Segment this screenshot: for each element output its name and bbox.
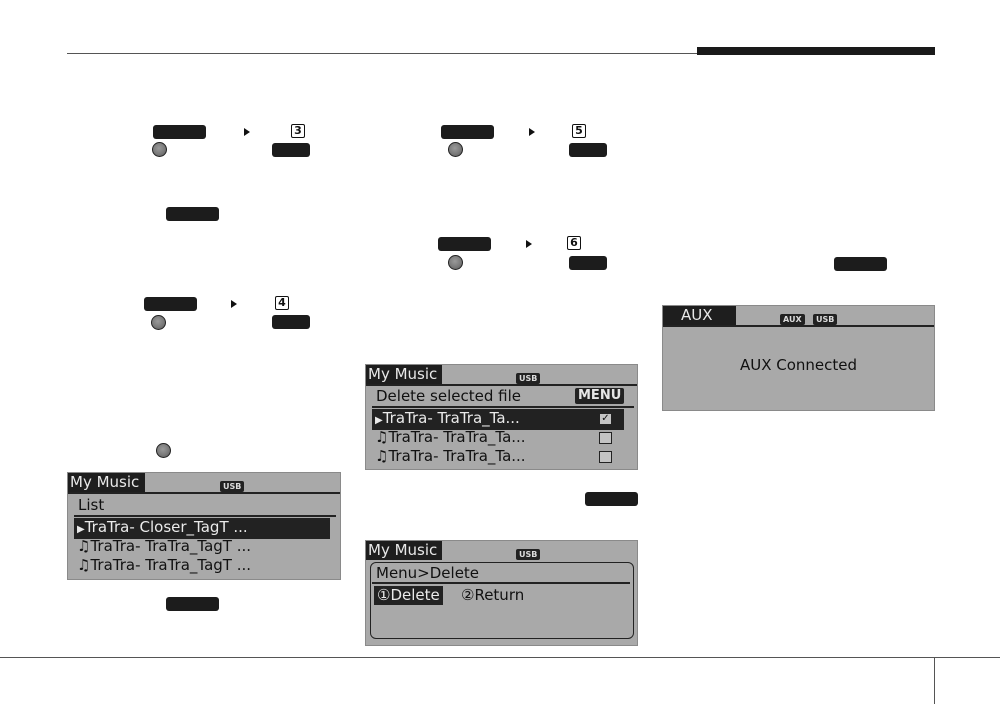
- music-note-icon: ♫: [77, 556, 91, 574]
- header-rule: [67, 53, 935, 54]
- right-triangle-icon: [231, 300, 237, 308]
- header-tab-bar: [697, 47, 935, 55]
- right-triangle-icon: [529, 128, 535, 136]
- list-item-label: TraTra- TraTra_Ta...: [388, 428, 526, 446]
- right-triangle-icon: [244, 128, 250, 136]
- usb-badge: USB: [516, 549, 541, 560]
- list-item-label: TraTra- Closer_TagT ...: [84, 518, 248, 536]
- screen-my-music-list: My Music USB List ▶TraTra- Closer_TagT .…: [67, 472, 341, 580]
- tune-knob-icon: [156, 443, 171, 458]
- dialog-header: Menu>Delete: [376, 564, 480, 582]
- dialog-frame: [370, 562, 634, 639]
- step-number-4: 4: [275, 296, 289, 310]
- footer-rule: [0, 657, 1000, 658]
- enter-key: [569, 143, 607, 157]
- title-divider: [366, 384, 637, 386]
- screen-header: List: [78, 496, 105, 514]
- aux-badge: AUX: [780, 314, 805, 325]
- step-number-3: 3: [291, 124, 305, 138]
- play-triangle-icon: ▶: [375, 415, 383, 426]
- list-item: ▶TraTra- TraTra_Ta...: [372, 409, 624, 430]
- option-return: ②Return: [461, 586, 525, 604]
- list-item: ♫TraTra- TraTra_Ta...: [375, 447, 526, 466]
- media-key: [166, 597, 219, 611]
- tune-knob-icon: [448, 255, 463, 270]
- media-key: [441, 125, 494, 139]
- checkbox: [599, 451, 612, 463]
- enter-key: [272, 315, 310, 329]
- right-triangle-icon: [526, 240, 532, 248]
- step-number-6: 6: [567, 236, 581, 250]
- usb-badge: USB: [516, 373, 541, 384]
- tune-knob-icon: [152, 142, 167, 157]
- tune-knob-icon: [151, 315, 166, 330]
- dialog-divider: [372, 582, 630, 584]
- enter-key: [569, 256, 607, 270]
- usb-badge: USB: [220, 481, 245, 492]
- list-item-label: TraTra- TraTra_TagT ...: [90, 556, 252, 574]
- screen-title: My Music: [366, 365, 442, 384]
- usb-badge: USB: [813, 314, 838, 325]
- page-number-separator: [934, 657, 935, 704]
- step-number-5: 5: [572, 124, 586, 138]
- media-key: [153, 125, 206, 139]
- screen-delete-select: My Music USB Delete selected file MENU ▶…: [365, 364, 638, 470]
- header-divider: [372, 406, 634, 408]
- list-item: ♫TraTra- TraTra_TagT ...: [77, 537, 251, 556]
- list-item: ♫TraTra- TraTra_Ta...: [375, 428, 526, 447]
- title-divider: [663, 325, 934, 327]
- menu-tag: MENU: [575, 388, 625, 404]
- screen-delete-confirm: My Music USB Menu>Delete ①Delete ②Return: [365, 540, 638, 646]
- list-item-label: TraTra- TraTra_Ta...: [382, 409, 520, 427]
- checkbox: [599, 432, 612, 444]
- list-item-label: TraTra- TraTra_Ta...: [388, 447, 526, 465]
- screen-title: My Music: [68, 473, 145, 492]
- music-note-icon: ♫: [375, 428, 389, 446]
- option-delete: ①Delete: [374, 586, 443, 605]
- media-key: [144, 297, 197, 311]
- list-item-label: TraTra- TraTra_TagT ...: [90, 537, 252, 555]
- list-item: ▶TraTra- Closer_TagT ...: [74, 518, 330, 539]
- list-item: ♫TraTra- TraTra_TagT ...: [77, 556, 251, 575]
- screen-title: My Music: [366, 541, 442, 560]
- music-note-icon: ♫: [375, 447, 389, 465]
- screen-title: AUX: [663, 306, 736, 325]
- header-divider: [74, 515, 336, 517]
- media-key: [166, 207, 219, 221]
- media-key: [438, 237, 491, 251]
- screen-header: Delete selected file: [376, 387, 521, 405]
- media-key: [585, 492, 638, 506]
- media-key: [834, 257, 887, 271]
- enter-key: [272, 143, 310, 157]
- aux-status-message: AUX Connected: [739, 356, 858, 374]
- screen-aux: AUX AUX USB AUX Connected: [662, 305, 935, 411]
- checkbox-checked: ✓: [599, 413, 612, 425]
- music-note-icon: ♫: [77, 537, 91, 555]
- tune-knob-icon: [448, 142, 463, 157]
- title-divider: [68, 492, 340, 494]
- play-triangle-icon: ▶: [77, 524, 85, 535]
